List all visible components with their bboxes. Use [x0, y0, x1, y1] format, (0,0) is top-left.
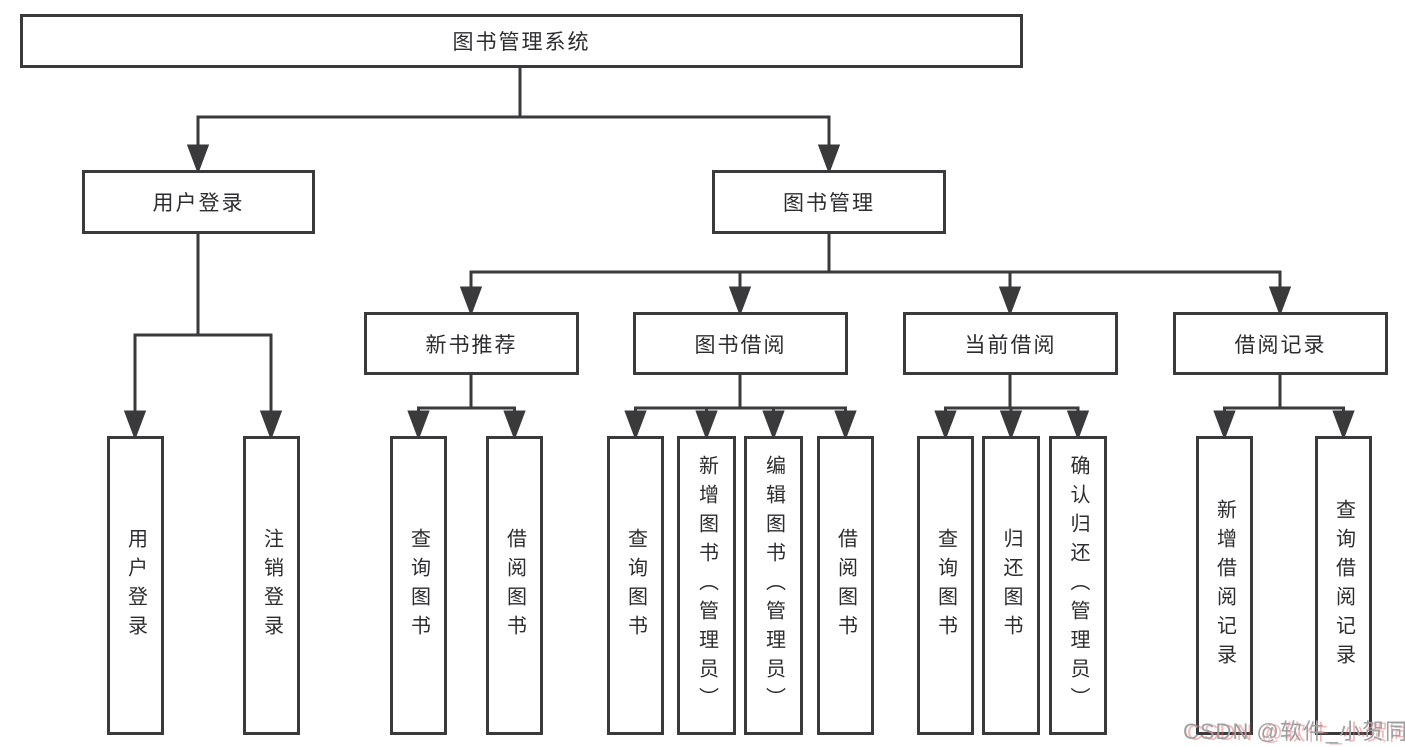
node-root: 图书管理系统 — [20, 14, 1023, 68]
leaf-records-query-borrow-record: 查询借阅记录 — [1315, 436, 1372, 735]
leaf-current-query-books-label: 查询图书 — [934, 527, 957, 644]
leaf-borrow-borrow-books-label: 借阅图书 — [834, 527, 857, 644]
leaf-current-confirm-return-admin: 确认归还（管理员） — [1049, 436, 1107, 735]
node-book-management-label: 图书管理 — [783, 192, 875, 215]
node-user-login-label: 用户登录 — [152, 192, 245, 215]
leaf-borrow-add-books-admin-label: 新增图书（管理员） — [695, 455, 718, 716]
leaf-records-add-borrow-record: 新增借阅记录 — [1196, 436, 1253, 735]
node-borrow-records: 借阅记录 — [1173, 312, 1388, 375]
connector-book-mgmt-to-level3 — [459, 234, 1292, 317]
connector-current-borrow-to-leaves — [934, 375, 1090, 441]
node-book-management: 图书管理 — [712, 170, 946, 234]
leaf-borrow-query-books: 查询图书 — [607, 436, 664, 735]
node-borrow-records-label: 借阅记录 — [1234, 333, 1327, 357]
csdn-watermark: CSDN @软件_小贺同学 — [1183, 719, 1405, 744]
leaf-current-return-books: 归还图书 — [982, 436, 1040, 735]
leaf-current-query-books: 查询图书 — [917, 436, 974, 735]
node-root-label: 图书管理系统 — [452, 31, 591, 54]
node-current-borrow-label: 当前借阅 — [964, 333, 1057, 357]
connector-root-to-level2 — [186, 67, 841, 175]
leaf-borrow-edit-books-admin-label: 编辑图书（管理员） — [762, 455, 785, 716]
leaf-borrow-query-books-label: 查询图书 — [624, 527, 647, 644]
leaf-user-login: 用户登录 — [107, 436, 164, 735]
connector-book-borrow-to-leaves — [624, 375, 857, 441]
node-book-borrow: 图书借阅 — [633, 312, 848, 375]
leaf-newbook-query-books-label: 查询图书 — [407, 527, 430, 644]
leaf-records-add-borrow-record-label: 新增借阅记录 — [1213, 498, 1236, 673]
connector-new-book-to-leaves — [407, 375, 526, 441]
connector-borrow-records-to-leaves — [1213, 375, 1355, 441]
leaf-logout: 注销登录 — [243, 436, 300, 735]
leaf-records-query-borrow-record-label: 查询借阅记录 — [1332, 498, 1355, 673]
leaf-newbook-query-books: 查询图书 — [390, 436, 447, 735]
leaf-logout-label: 注销登录 — [260, 527, 283, 644]
leaf-newbook-borrow-books-label: 借阅图书 — [503, 527, 526, 644]
leaf-newbook-borrow-books: 借阅图书 — [486, 436, 543, 735]
leaf-user-login-label: 用户登录 — [124, 527, 147, 644]
leaf-borrow-borrow-books: 借阅图书 — [817, 436, 874, 735]
leaf-current-return-books-label: 归还图书 — [1000, 527, 1022, 644]
node-book-borrow-label: 图书借阅 — [694, 333, 787, 357]
leaf-borrow-add-books-admin: 新增图书（管理员） — [677, 436, 736, 735]
node-current-borrow: 当前借阅 — [903, 312, 1118, 375]
node-user-login: 用户登录 — [82, 170, 315, 234]
connector-user-login-to-leaves — [123, 234, 283, 441]
node-new-book-recommend: 新书推荐 — [364, 312, 579, 375]
leaf-current-confirm-return-admin-label: 确认归还（管理员） — [1067, 455, 1089, 716]
leaf-borrow-edit-books-admin: 编辑图书（管理员） — [744, 436, 803, 735]
node-new-book-recommend-label: 新书推荐 — [425, 333, 518, 357]
